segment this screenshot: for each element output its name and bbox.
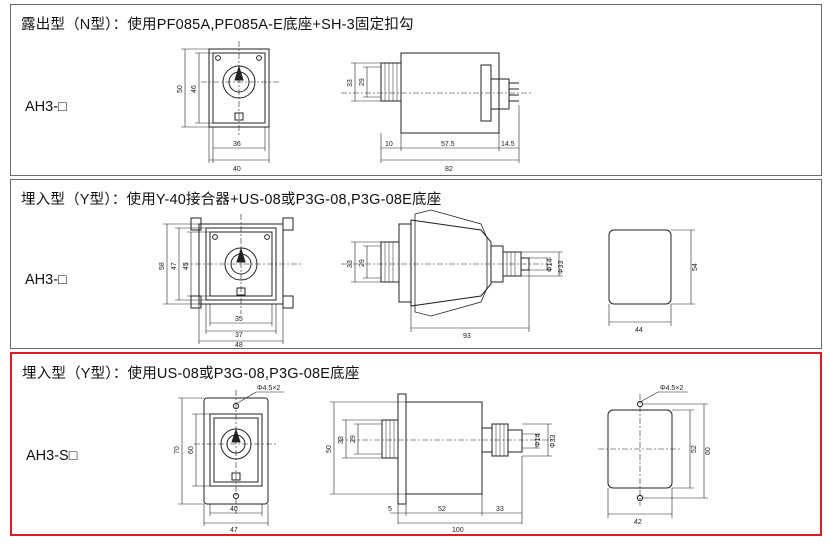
section-title: 埋入型（Y型）：使用US-08或P3G-08,P3G-08E底座 xyxy=(22,366,360,382)
dim-phi33: Φ33 xyxy=(558,261,565,274)
section-surface-mount: 露出型（N型）：使用PF085A,PF085A-E底座+SH-3固定扣勾 AH3… xyxy=(10,4,822,176)
dim-82: 82 xyxy=(445,166,453,173)
model-label: AH3-□ xyxy=(25,272,67,288)
model-label: AH3-S□ xyxy=(26,448,78,464)
dim-100: 100 xyxy=(452,527,464,534)
dim-48: 48 xyxy=(235,342,243,348)
section-flush-mount-s: 埋入型（Y型）：使用US-08或P3G-08,P3G-08E底座 AH3-S□ xyxy=(10,352,822,536)
section-flush-mount-y40: 埋入型（Y型）：使用Y-40接合器+US-08或P3G-08,P3G-08E底座… xyxy=(10,179,822,349)
dim-40: 40 xyxy=(233,166,241,173)
dim-52: 52 xyxy=(438,506,446,513)
dim-35: 35 xyxy=(235,316,243,323)
panel-cutout xyxy=(608,229,672,305)
dim-50: 50 xyxy=(326,445,333,453)
dim-58: 58 xyxy=(159,262,166,270)
cutout-hole-spec: Φ4.5×2 xyxy=(660,385,683,392)
model-label: AH3-□ xyxy=(25,99,67,115)
dim-14-5: 14.5 xyxy=(501,141,515,148)
dim-42: 42 xyxy=(634,519,642,526)
side-bezel xyxy=(398,223,412,303)
dim-phi14: Φ14 xyxy=(547,259,554,272)
dim-33: 33 xyxy=(347,260,354,268)
dim-29: 29 xyxy=(359,259,366,267)
dim-46: 46 xyxy=(191,85,198,93)
dim-5: 5 xyxy=(388,506,392,513)
dim-phi14: Φ14 xyxy=(535,434,542,447)
section-1-drawing: 50 46 36 40 33 29 10 57.5 14.5 82 xyxy=(177,41,531,173)
dim-54: 54 xyxy=(692,263,699,271)
dim-70: 70 xyxy=(174,446,181,454)
section-title: 露出型（N型）：使用PF085A,PF085A-E底座+SH-3固定扣勾 xyxy=(21,17,414,33)
dim-57-5: 57.5 xyxy=(441,141,455,148)
dim-33: 33 xyxy=(347,79,354,87)
dim-33: 33 xyxy=(338,436,345,444)
side-knob xyxy=(380,62,402,102)
section-2-drawing: 58 47 45 35 37 48 33 29 Φ14 Φ33 93 54 44 xyxy=(159,209,699,348)
dim-36: 36 xyxy=(233,141,241,148)
dim-93: 93 xyxy=(463,333,471,340)
dim-29: 29 xyxy=(350,435,357,443)
dim-10: 10 xyxy=(385,141,393,148)
dim-47: 47 xyxy=(230,527,238,534)
dim-phi33: Φ33 xyxy=(550,435,557,448)
section-title: 埋入型（Y型）：使用Y-40接合器+US-08或P3G-08,P3G-08E底座 xyxy=(21,192,442,208)
dim-52-cutout: 52 xyxy=(691,445,698,453)
dim-29: 29 xyxy=(359,78,366,86)
dim-60: 60 xyxy=(188,446,195,454)
dim-47: 47 xyxy=(171,262,178,270)
dim-33-length: 33 xyxy=(496,506,504,513)
side-body xyxy=(405,401,483,495)
dim-60-cutout: 60 xyxy=(705,447,712,455)
dim-37: 37 xyxy=(235,332,243,339)
dim-40: 40 xyxy=(230,506,238,513)
section-3-drawing: Φ4.5×2 70 60 40 47 50 33 29 Φ14 Φ33 5 52… xyxy=(174,385,712,534)
dim-45: 45 xyxy=(183,262,190,270)
side-plate xyxy=(397,393,407,505)
dim-50: 50 xyxy=(177,85,184,93)
dim-44: 44 xyxy=(635,327,643,334)
hole-spec: Φ4.5×2 xyxy=(257,385,280,392)
